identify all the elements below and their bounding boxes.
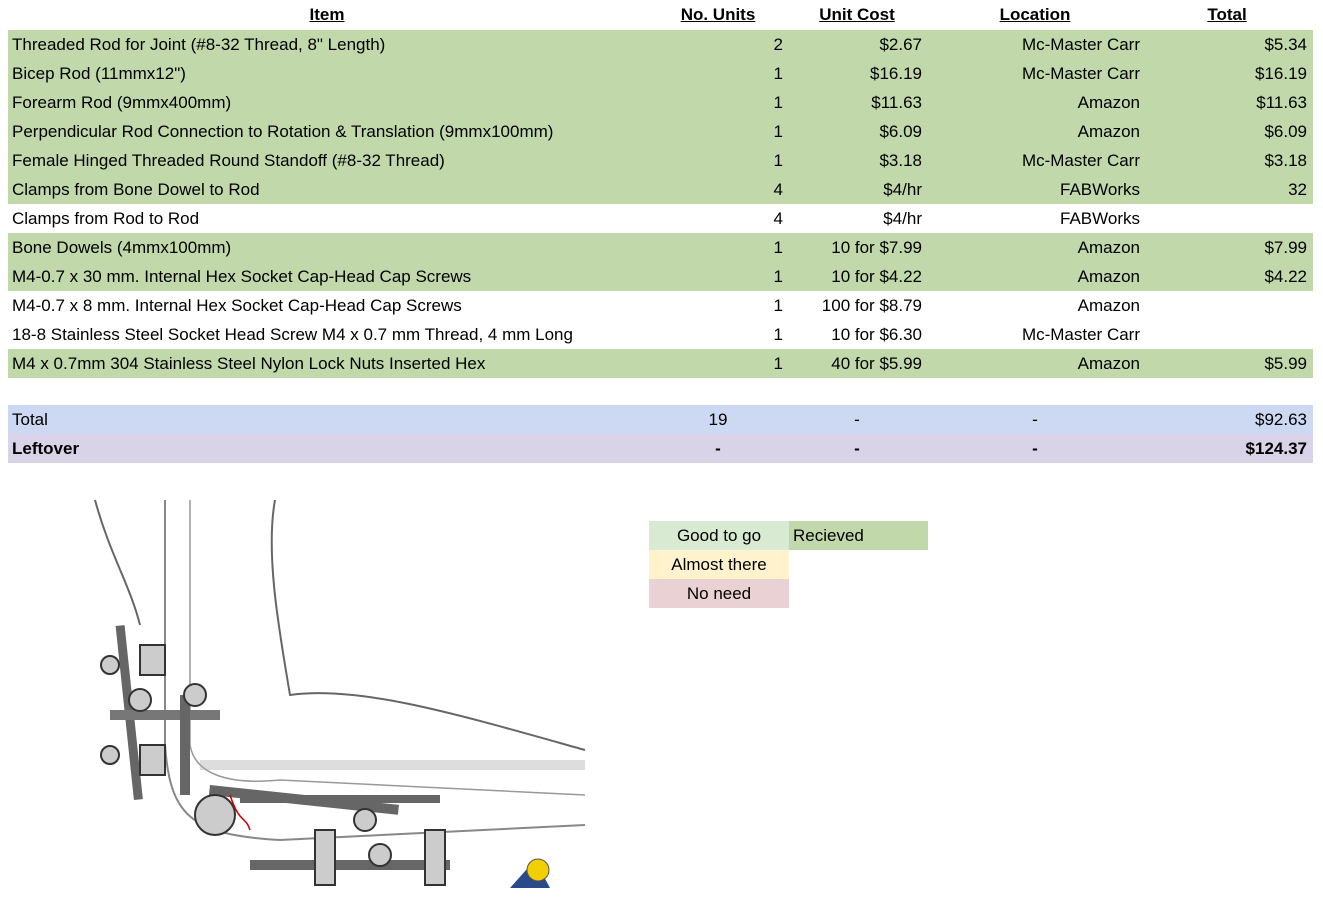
item-cell: Clamps from Rod to Rod xyxy=(12,209,200,228)
total-location: - xyxy=(1032,410,1038,429)
external-fixator-illustration xyxy=(94,499,586,888)
units-cell: 1 xyxy=(773,122,783,141)
location-cell: Amazon xyxy=(1077,238,1140,257)
leftover-cost: - xyxy=(854,439,860,458)
unit-cost-cell: $16.19 xyxy=(870,64,922,83)
unit-cost-cell: $11.63 xyxy=(871,93,922,112)
total-cell: $16.19 xyxy=(1255,64,1307,83)
leftover-amount: $124.37 xyxy=(1245,439,1307,458)
item-cell: Bicep Rod (11mmx12") xyxy=(12,64,186,83)
unit-cost-cell: $4/hr xyxy=(883,209,922,228)
unit-cost-cell: 40 for $5.99 xyxy=(831,354,922,373)
unit-cost-cell: $2.67 xyxy=(879,35,922,54)
header-unit-cost: Unit Cost xyxy=(819,5,895,24)
units-cell: 4 xyxy=(773,209,783,228)
table-row: M4-0.7 x 8 mm. Internal Hex Socket Cap-H… xyxy=(8,291,1313,320)
table-row: Threaded Rod for Joint (#8-32 Thread, 8"… xyxy=(8,30,1313,59)
location-cell: Amazon xyxy=(1077,267,1140,286)
location-cell: Amazon xyxy=(1077,122,1140,141)
table-row: Female Hinged Threaded Round Standoff (#… xyxy=(8,146,1313,175)
item-cell: Clamps from Bone Dowel to Rod xyxy=(12,180,260,199)
item-cell: Female Hinged Threaded Round Standoff (#… xyxy=(12,151,445,170)
item-cell: M4-0.7 x 8 mm. Internal Hex Socket Cap-H… xyxy=(12,296,462,315)
item-cell: M4-0.7 x 30 mm. Internal Hex Socket Cap-… xyxy=(12,267,472,286)
table-row: Clamps from Bone Dowel to Rod 4 $4/hr FABWo… xyxy=(8,175,1313,204)
units-cell: 2 xyxy=(773,35,783,54)
item-cell: Bone Dowels (4mmx100mm) xyxy=(12,238,232,257)
legend-received: Recieved xyxy=(789,521,928,550)
location-cell: Mc-Master Carr xyxy=(1021,325,1140,344)
table-row: Perpendicular Rod Connection to Rotation… xyxy=(8,117,1313,146)
table-row: M4-0.7 x 30 mm. Internal Hex Socket Cap-… xyxy=(8,262,1313,291)
total-cell: $5.34 xyxy=(1264,35,1307,54)
legend-almost-there: Almost there xyxy=(649,550,789,579)
total-cell: $3.18 xyxy=(1264,151,1307,170)
item-cell: Perpendicular Rod Connection to Rotation… xyxy=(12,122,554,141)
total-label: Total xyxy=(12,410,48,429)
leftover-label: Leftover xyxy=(12,439,80,458)
total-row: Total 19 - - $92.63 xyxy=(8,405,1313,434)
table-row: M4 x 0.7mm 304 Stainless Steel Nylon Loc… xyxy=(8,349,1313,378)
total-units: 19 xyxy=(708,410,728,429)
unit-cost-cell: 10 for $7.99 xyxy=(831,238,922,257)
units-cell: 1 xyxy=(773,267,783,286)
header-total: Total xyxy=(1207,5,1247,24)
units-cell: 1 xyxy=(773,325,783,344)
units-cell: 1 xyxy=(773,93,783,112)
item-cell: 18-8 Stainless Steel Socket Head Screw M… xyxy=(12,325,573,344)
item-cell: M4 x 0.7mm 304 Stainless Steel Nylon Loc… xyxy=(12,354,486,373)
unit-cost-cell: $3.18 xyxy=(879,151,922,170)
units-cell: 1 xyxy=(773,64,783,83)
item-cell: Forearm Rod (9mmx400mm) xyxy=(12,93,232,112)
location-cell: Amazon xyxy=(1077,93,1140,112)
table-row: Bicep Rod (11mmx12") 1 $16.19 Mc-Master Car… xyxy=(8,59,1313,88)
legend-no-need: No need xyxy=(649,579,789,608)
units-cell: 1 xyxy=(773,296,783,315)
leftover-row: Leftover - - - $124.37 xyxy=(8,434,1313,463)
total-cell: 32 xyxy=(1288,180,1307,199)
unit-cost-cell: 10 for $4.22 xyxy=(831,267,922,286)
location-cell: FABWorks xyxy=(1060,180,1140,199)
table-row: Bone Dowels (4mmx100mm) 1 10 for $7.99 Amaz… xyxy=(8,233,1313,262)
location-cell: Amazon xyxy=(1077,296,1140,315)
units-cell: 1 xyxy=(773,151,783,170)
table-row: Forearm Rod (9mmx400mm) 1 $11.63 Amazon $11.… xyxy=(8,88,1313,117)
header-location: Location xyxy=(999,5,1071,24)
location-cell: Mc-Master Carr xyxy=(1021,151,1140,170)
unit-cost-cell: $6.09 xyxy=(879,122,922,141)
table-row: Clamps from Rod to Rod 4 $4/hr FABWorks xyxy=(8,204,1313,233)
location-cell: FABWorks xyxy=(1060,209,1140,228)
leftover-units: - xyxy=(715,439,721,458)
units-cell: 4 xyxy=(773,180,783,199)
total-amount: $92.63 xyxy=(1255,410,1307,429)
unit-cost-cell: $4/hr xyxy=(883,180,922,199)
header-item: Item xyxy=(309,5,345,24)
header-units: No. Units xyxy=(680,5,756,24)
total-cell: $7.99 xyxy=(1264,238,1307,257)
units-cell: 1 xyxy=(773,238,783,257)
unit-cost-cell: 10 for $6.30 xyxy=(831,325,922,344)
location-cell: Amazon xyxy=(1077,354,1140,373)
total-cell: $6.09 xyxy=(1264,122,1307,141)
table-row: 18-8 Stainless Steel Socket Head Screw M… xyxy=(8,320,1313,349)
item-cell: Threaded Rod for Joint (#8-32 Thread, 8"… xyxy=(12,35,386,54)
total-cell: $11.63 xyxy=(1256,93,1307,112)
legend-good-to-go: Good to go xyxy=(649,521,789,550)
total-cell: $4.22 xyxy=(1264,267,1307,286)
location-cell: Mc-Master Carr xyxy=(1021,64,1140,83)
unit-cost-cell: 100 for $8.79 xyxy=(821,296,922,315)
total-cost: - xyxy=(854,410,860,429)
total-cell: $5.99 xyxy=(1264,354,1307,373)
location-cell: Mc-Master Carr xyxy=(1021,35,1140,54)
leftover-location: - xyxy=(1032,439,1038,458)
units-cell: 1 xyxy=(773,354,783,373)
